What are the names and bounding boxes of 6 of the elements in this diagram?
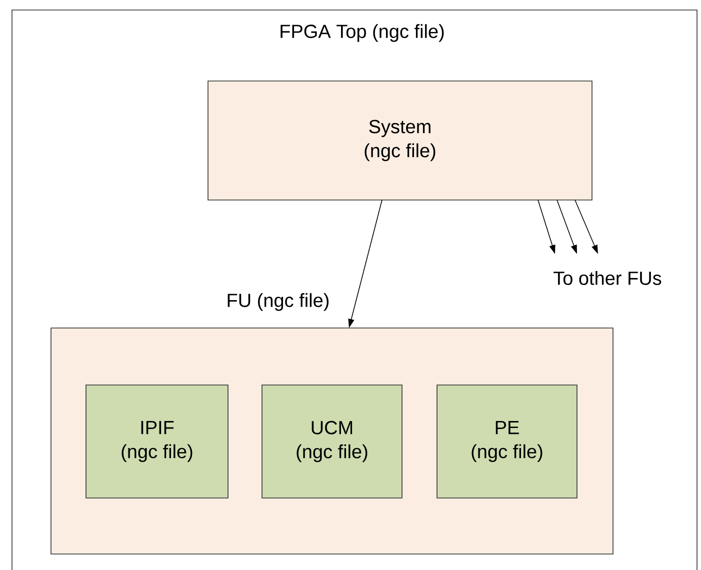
component-box: UCM (ngc file) xyxy=(262,384,402,498)
component-box: IPIF (ngc file) xyxy=(86,384,228,498)
node-label: FU (ngc file) xyxy=(228,293,329,311)
system-box: System (ngc file) xyxy=(208,80,592,200)
component-box: PE (ngc file) xyxy=(436,384,578,498)
target-label: To other FUs xyxy=(554,271,662,285)
